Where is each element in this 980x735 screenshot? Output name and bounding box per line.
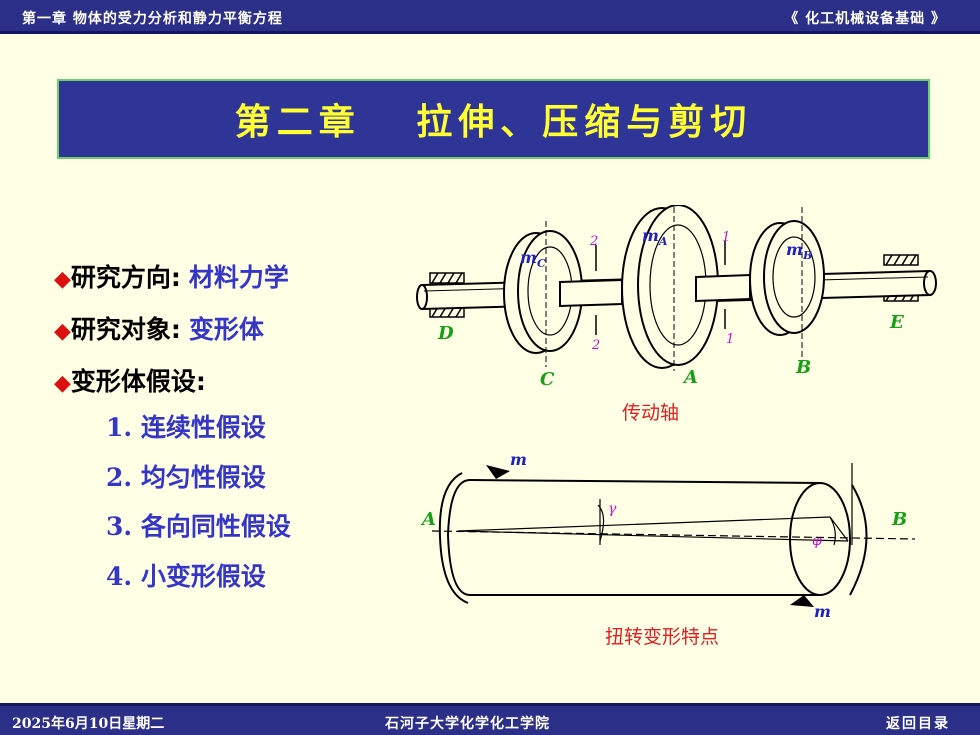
header-course: 《 化工机械设备基础 》 xyxy=(784,11,946,27)
assumption-item: 2. 均匀性假设 xyxy=(106,458,266,494)
diamond-bullet-icon: ◆ xyxy=(54,371,71,396)
label-a: A xyxy=(682,367,698,388)
assumption-number: 2. xyxy=(106,463,133,492)
header-chapter: 第一章 物体的受力分析和静力平衡方程 xyxy=(22,11,283,27)
label-section-1-bottom: 1 xyxy=(726,332,734,347)
footer-date: 2025年6月10日星期二 xyxy=(12,716,165,732)
label-section-2-bottom: 2 xyxy=(591,338,600,353)
bullet-label: 变形体假设: xyxy=(70,367,206,396)
bullet-value: 材料力学 xyxy=(188,263,289,292)
label-e: E xyxy=(889,312,904,333)
bullet-label: 研究对象: xyxy=(70,315,181,344)
cylinder-icon xyxy=(438,472,868,604)
torsion-figure: A B m m γ φ 扭转变形特点 xyxy=(420,450,916,648)
bullet-item: ◆变形体假设: xyxy=(54,362,206,396)
label-ma: mA xyxy=(642,226,668,248)
label-mb: mB xyxy=(786,240,812,262)
assumption-text: 各向同性假设 xyxy=(140,512,291,541)
label-phi: φ xyxy=(812,533,822,549)
label-torsion-a: A xyxy=(420,509,436,530)
header-bar: 第一章 物体的受力分析和静力平衡方程 《 化工机械设备基础 》 xyxy=(0,0,980,34)
pulley-b-icon xyxy=(749,220,825,336)
support-left-icon xyxy=(429,272,465,318)
footer-bar: 2025年6月10日星期二 石河子大学化学化工学院 返回目录 xyxy=(0,703,980,735)
label-b: B xyxy=(795,357,811,378)
pulley-c-icon xyxy=(503,230,583,354)
footer-school: 石河子大学化学化工学院 xyxy=(385,716,550,732)
bullet-item: ◆研究对象:变形体 xyxy=(54,310,264,344)
label-torque-bottom: m xyxy=(814,602,831,621)
assumption-number: 3. xyxy=(106,512,133,541)
assumption-text: 小变形假设 xyxy=(140,562,266,591)
back-to-contents-link[interactable]: 返回目录 xyxy=(886,716,950,732)
label-c: C xyxy=(540,369,555,390)
label-torsion-b: B xyxy=(891,509,907,530)
label-gamma: γ xyxy=(608,501,617,517)
transmission-shaft-figure: D E C A B mC mA mB 2 2 1 1 传动轴 xyxy=(416,205,937,424)
diamond-bullet-icon: ◆ xyxy=(54,319,71,344)
assumption-text: 连续性假设 xyxy=(140,413,266,442)
torsion-caption: 扭转变形特点 xyxy=(605,626,719,648)
slide-title-box: 第二章 拉伸、压缩与剪切 xyxy=(57,79,930,159)
label-mc: mC xyxy=(520,248,546,270)
diamond-bullet-icon: ◆ xyxy=(54,267,71,292)
assumption-item: 4. 小变形假设 xyxy=(106,557,266,593)
assumption-text: 均匀性假设 xyxy=(140,463,266,492)
assumption-number: 4. xyxy=(106,562,133,591)
bullet-item: ◆研究方向:材料力学 xyxy=(54,258,289,292)
shaft-caption: 传动轴 xyxy=(622,402,679,424)
bullet-label: 研究方向: xyxy=(70,263,181,292)
label-d: D xyxy=(437,323,454,344)
label-section-2-top: 2 xyxy=(589,234,598,249)
assumption-item: 3. 各向同性假设 xyxy=(106,507,291,543)
assumption-number: 1. xyxy=(106,413,133,442)
label-section-1-top: 1 xyxy=(722,230,730,245)
assumption-item: 1. 连续性假设 xyxy=(106,408,266,444)
slide-title: 第二章 拉伸、压缩与剪切 xyxy=(234,101,753,143)
label-torque-top: m xyxy=(510,450,527,469)
bullet-value: 变形体 xyxy=(188,315,264,344)
